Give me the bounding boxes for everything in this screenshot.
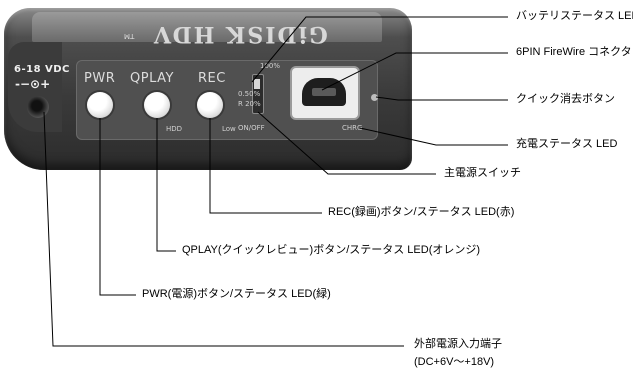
annotation-firewire-connector: 6PIN FireWire コネクタ bbox=[516, 46, 632, 58]
firewire-port-tongue bbox=[312, 88, 336, 96]
annotation-qplay-button: QPLAY(クイックレビュー)ボタン/ステータス LED(オレンジ) bbox=[182, 244, 481, 256]
low-led-label: Low bbox=[222, 125, 236, 133]
hdd-led-label: HDD bbox=[166, 125, 183, 133]
leader-battery-status-led bbox=[251, 16, 508, 83]
leader-external-power-input bbox=[43, 111, 404, 347]
qplay-button-label: QPLAY bbox=[130, 71, 174, 86]
annotation-external-power-range: (DC+6V〜+18V) bbox=[414, 356, 495, 368]
annotation-main-power-switch: 主電源スイッチ bbox=[444, 167, 521, 179]
annotation-charge-status-led: 充電ステータス LED bbox=[516, 138, 618, 150]
annotation-rec-button: REC(録画)ボタン/ステータス LED(赤) bbox=[328, 206, 515, 218]
pwr-button[interactable] bbox=[87, 92, 113, 118]
leader-rec-button bbox=[209, 118, 322, 214]
rec-button-label: REC bbox=[198, 71, 226, 86]
leader-firewire-connector bbox=[321, 52, 508, 91]
polarity-symbol: -−⊙+ bbox=[15, 77, 51, 91]
power-rating-label: 6-18 VDC bbox=[14, 64, 70, 75]
leader-quick-erase-button bbox=[375, 96, 508, 101]
quick-erase-button[interactable] bbox=[371, 94, 378, 101]
qplay-button[interactable] bbox=[144, 92, 170, 118]
firewire-port[interactable] bbox=[290, 66, 360, 120]
switch-label-middle: R 20% bbox=[238, 100, 261, 108]
battery-scale-label: 100% bbox=[260, 62, 281, 70]
leader-pwr-button bbox=[99, 118, 136, 296]
charge-led-label: CHRG bbox=[342, 124, 363, 132]
switch-label-bottom: ON/OFF bbox=[238, 124, 265, 132]
firewire-port-socket bbox=[302, 78, 346, 106]
pwr-button-label: PWR bbox=[84, 71, 116, 86]
dc-power-jack[interactable] bbox=[27, 96, 49, 118]
leader-charge-status-led bbox=[359, 127, 508, 146]
annotation-battery-status-led: バッテリステータス LED bbox=[516, 10, 633, 22]
switch-knob[interactable] bbox=[254, 79, 260, 89]
leader-qplay-button bbox=[156, 118, 176, 252]
annotation-pwr-button: PWR(電源)ボタン/ステータス LED(緑) bbox=[142, 288, 331, 300]
annotation-external-power-input: 外部電源入力端子 bbox=[414, 338, 502, 350]
switch-label-top: 0.50% bbox=[238, 90, 261, 98]
leader-main-power-switch bbox=[257, 111, 436, 175]
annotation-quick-erase-button: クイック消去ボタン bbox=[516, 93, 615, 105]
rec-button[interactable] bbox=[197, 92, 223, 118]
